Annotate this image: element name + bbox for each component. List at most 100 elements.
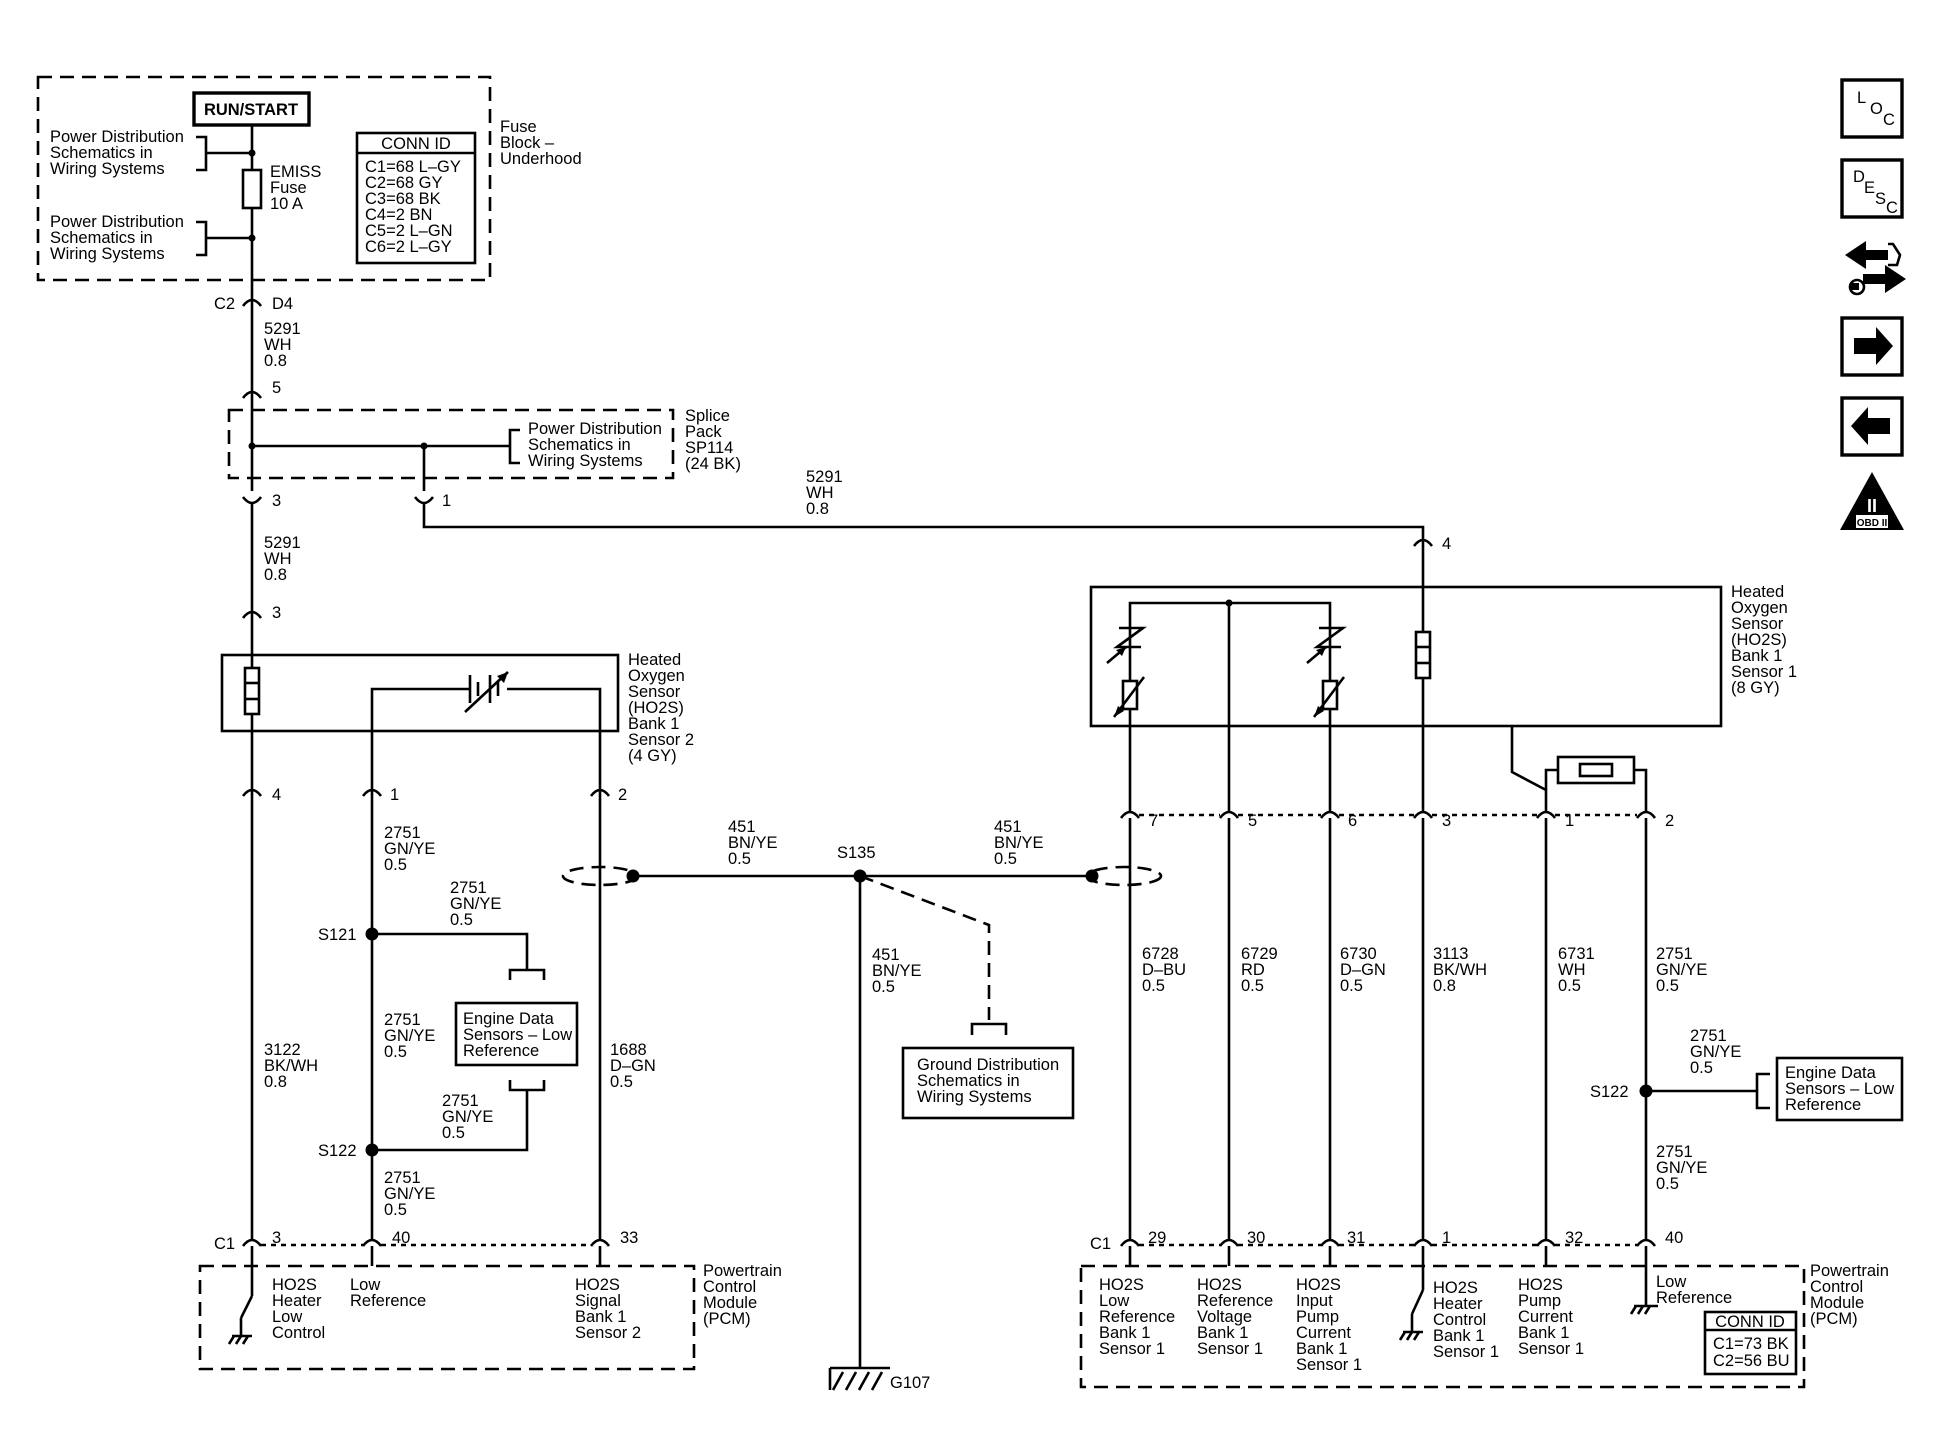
svg-text:S122: S122 — [1590, 1083, 1629, 1101]
svg-text:30: 30 — [1247, 1229, 1265, 1247]
ground-distribution-ref — [901, 1046, 1075, 1120]
svg-text:3: 3 — [1442, 812, 1451, 830]
svg-text:G107: G107 — [890, 1374, 930, 1392]
loc-button[interactable]: L O C — [1840, 78, 1904, 139]
svg-text:S135: S135 — [837, 844, 876, 862]
next-arrow-button[interactable] — [1840, 316, 1904, 377]
svg-text:4: 4 — [272, 786, 281, 804]
svg-text:1: 1 — [1442, 1229, 1451, 1247]
sensor1-heater-element — [1414, 630, 1432, 680]
heater-element — [243, 666, 261, 716]
svg-text:1: 1 — [1565, 812, 1574, 830]
svg-text:1: 1 — [390, 786, 399, 804]
svg-text:S121: S121 — [318, 926, 357, 944]
obd-ii-icon[interactable]: II OBD II — [1840, 472, 1904, 530]
svg-text:C: C — [1883, 111, 1895, 129]
svg-text:C: C — [1886, 199, 1898, 217]
svg-text:3: 3 — [272, 1229, 281, 1247]
svg-text:32: 32 — [1565, 1229, 1583, 1247]
engine-data-sensors-left — [454, 1001, 579, 1067]
svg-text:S122: S122 — [318, 1142, 357, 1160]
svg-text:C1: C1 — [1090, 1235, 1111, 1253]
desc-button[interactable]: D E S C — [1840, 158, 1904, 219]
svg-text:40: 40 — [392, 1229, 410, 1247]
svg-text:D4: D4 — [272, 295, 293, 313]
svg-text:II: II — [1867, 496, 1877, 516]
svg-text:6: 6 — [1348, 812, 1357, 830]
svg-text:D: D — [1853, 168, 1865, 186]
svg-text:31: 31 — [1347, 1229, 1365, 1247]
svg-text:C2: C2 — [214, 295, 235, 313]
wire-5291-cross — [422, 503, 1425, 540]
connector-c2-d4: C2 D4 — [214, 295, 293, 391]
previous-arrow-button[interactable] — [1840, 396, 1904, 457]
engine-data-sensors-right — [1775, 1056, 1904, 1122]
svg-text:5: 5 — [1248, 812, 1257, 830]
svg-text:40: 40 — [1665, 1229, 1683, 1247]
svg-text:29: 29 — [1148, 1229, 1166, 1247]
svg-text:CONN ID: CONN ID — [1715, 1313, 1785, 1331]
svg-text:E: E — [1864, 179, 1875, 197]
svg-text:2: 2 — [1665, 812, 1674, 830]
splice-s122-left — [365, 1143, 379, 1157]
connector-end-view-icon[interactable] — [1845, 241, 1906, 296]
svg-text:33: 33 — [620, 1229, 638, 1247]
svg-text:C1: C1 — [214, 1235, 235, 1253]
emiss-fuse — [241, 168, 263, 210]
svg-text:O: O — [1870, 100, 1883, 118]
svg-text:OBD II: OBD II — [1857, 518, 1888, 529]
conn-id-title: CONN ID — [381, 135, 451, 153]
svg-text:4: 4 — [1442, 535, 1451, 553]
svg-text:1: 1 — [442, 492, 451, 510]
run-start-label: RUN/START — [204, 101, 298, 119]
